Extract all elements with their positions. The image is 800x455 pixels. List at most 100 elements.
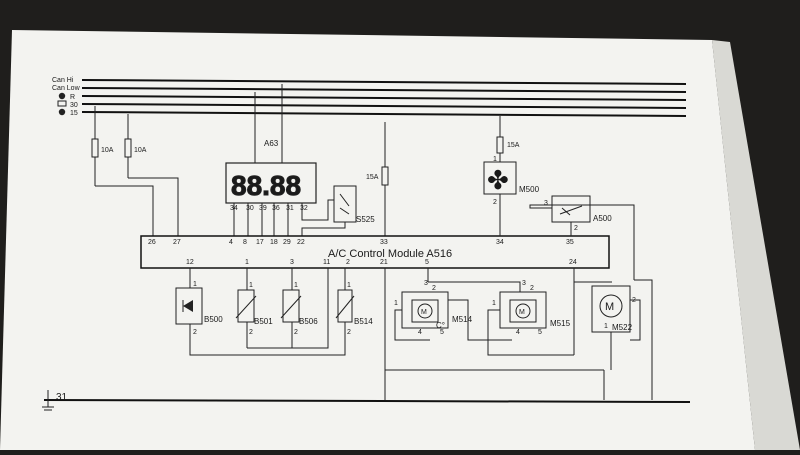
b500-pin-2: 2 xyxy=(193,329,197,336)
module-pin-18: 18 xyxy=(270,239,278,246)
ground-rail xyxy=(43,399,691,403)
diode-icon xyxy=(183,300,193,312)
module-pin-11: 11 xyxy=(323,259,330,266)
display-pin-32: 32 xyxy=(300,205,308,212)
module-pin-8: 8 xyxy=(243,239,247,246)
b506-pin-1: 1 xyxy=(294,282,298,289)
module-pin-12: 12 xyxy=(186,259,194,266)
ignition-r-icon xyxy=(58,92,66,100)
m514-pin-2: 2 xyxy=(432,285,436,292)
module-pin-27: 27 xyxy=(173,239,181,246)
m514-pin-5: 5 xyxy=(440,329,444,336)
m514-temp: C° xyxy=(436,321,445,330)
rail-label-r: R xyxy=(70,94,75,101)
rail-label-15: 15 xyxy=(70,110,78,117)
b501-pin-1: 1 xyxy=(249,282,253,289)
module-pin-29: 29 xyxy=(283,239,291,246)
display-pin-31: 31 xyxy=(286,205,294,212)
m522-name: M522 xyxy=(612,323,633,332)
unit-a500: A500 3 2 xyxy=(529,195,635,280)
fuse-f3 xyxy=(381,166,389,186)
a500-box xyxy=(551,195,591,223)
m514-pin-1: 1 xyxy=(394,300,398,307)
b514-box xyxy=(337,289,353,323)
rail-label-30: 30 xyxy=(70,102,78,109)
fan-m500: 1 ✤ M500 2 xyxy=(483,156,540,236)
fuse-f2 xyxy=(124,138,132,158)
ignition-15-icon xyxy=(58,108,66,116)
module-pin-22: 22 xyxy=(297,239,305,246)
m522-pin-1: 1 xyxy=(604,323,608,330)
fuse-f2-label: 10A xyxy=(134,147,147,154)
module-pin-3: 3 xyxy=(290,259,294,266)
m514-inner xyxy=(411,299,439,323)
m515-pin-5: 5 xyxy=(538,329,542,336)
m515-name: M515 xyxy=(550,319,571,328)
a500-name: A500 xyxy=(593,214,612,223)
switch-s525: S525 xyxy=(301,185,375,236)
page-number: 31 xyxy=(56,392,68,403)
m515-motor-letter: M xyxy=(519,309,525,316)
module-box xyxy=(140,235,610,269)
module-pin-1: 1 xyxy=(245,259,249,266)
module-pin-5: 5 xyxy=(425,259,429,266)
module-pin-26: 26 xyxy=(148,239,156,246)
ground-bus: 31 xyxy=(42,370,691,411)
module-pin-17: 17 xyxy=(256,239,264,246)
m522-motor-icon xyxy=(599,294,623,318)
m514-pin-4: 4 xyxy=(418,329,422,336)
actuator-m514: M C° M514 1 2 3 4 5 xyxy=(384,268,604,371)
b506-name: B506 xyxy=(299,317,318,326)
fuse-f4 xyxy=(496,136,504,154)
fuse-group: 10A 10A 15A 15A xyxy=(91,106,520,236)
actuator-m515: M M515 1 2 3 4 5 xyxy=(428,268,575,356)
module-pin-33: 33 xyxy=(380,239,388,246)
display-a63: A63 88.88 34 30 39 36 31 32 xyxy=(225,84,335,236)
paper-shadow xyxy=(712,40,800,450)
rail-label-can-low: Can Low xyxy=(52,85,81,92)
sensor-b514: 1 B514 2 xyxy=(292,268,373,356)
b501-pin-2: 2 xyxy=(249,329,253,336)
rail-label-can-hi: Can Hi xyxy=(52,77,74,84)
m515-pin-1: 1 xyxy=(492,300,496,307)
ac-control-module: A/C Control Module A516 26 27 4 8 17 18 … xyxy=(140,235,610,269)
m515-inner xyxy=(509,299,537,323)
m515-pin-4: 4 xyxy=(516,329,520,336)
b506-pin-2: 2 xyxy=(294,329,298,336)
sensor-b500: 1 B500 2 xyxy=(175,268,340,356)
fan-name: M500 xyxy=(519,185,540,194)
m514-pin-3: 3 xyxy=(424,280,428,287)
display-name: A63 xyxy=(264,139,279,148)
fan-pin-2: 2 xyxy=(493,199,497,206)
b506-box xyxy=(282,289,300,323)
sensor-b506: 1 B506 2 xyxy=(247,268,318,349)
module-pin-2: 2 xyxy=(346,259,350,266)
rail-r xyxy=(81,95,687,101)
switch-box xyxy=(333,185,357,223)
m515-pin-3: 3 xyxy=(522,280,526,287)
display-pin-39: 39 xyxy=(259,205,267,212)
battery-icon xyxy=(57,100,67,107)
m515-pin-2: 2 xyxy=(530,285,534,292)
module-pin-35: 35 xyxy=(566,239,574,246)
fan-icon: ✤ xyxy=(487,165,509,195)
module-pin-34: 34 xyxy=(496,239,504,246)
display-box xyxy=(225,162,317,204)
fan-pin-1: 1 xyxy=(493,156,497,163)
switch-name: S525 xyxy=(356,215,375,224)
sensor-b501: 1 B501 2 xyxy=(235,268,273,348)
actuator-m522: M M522 1 2 xyxy=(574,279,653,400)
fuse-f1-label: 10A xyxy=(101,147,114,154)
supply-rails: Can Hi Can Low R 30 15 xyxy=(52,77,687,117)
b514-pin-1: 1 xyxy=(347,282,351,289)
m514-name: M514 xyxy=(452,315,473,324)
b514-name: B514 xyxy=(354,317,373,326)
rail-30 xyxy=(81,103,687,109)
m515-motor-icon xyxy=(515,303,531,319)
m522-motor-letter: M xyxy=(605,301,614,313)
rail-can-hi xyxy=(81,79,687,85)
fan-box xyxy=(483,161,517,195)
display-pin-36: 36 xyxy=(272,205,280,212)
b514-pin-2: 2 xyxy=(347,329,351,336)
